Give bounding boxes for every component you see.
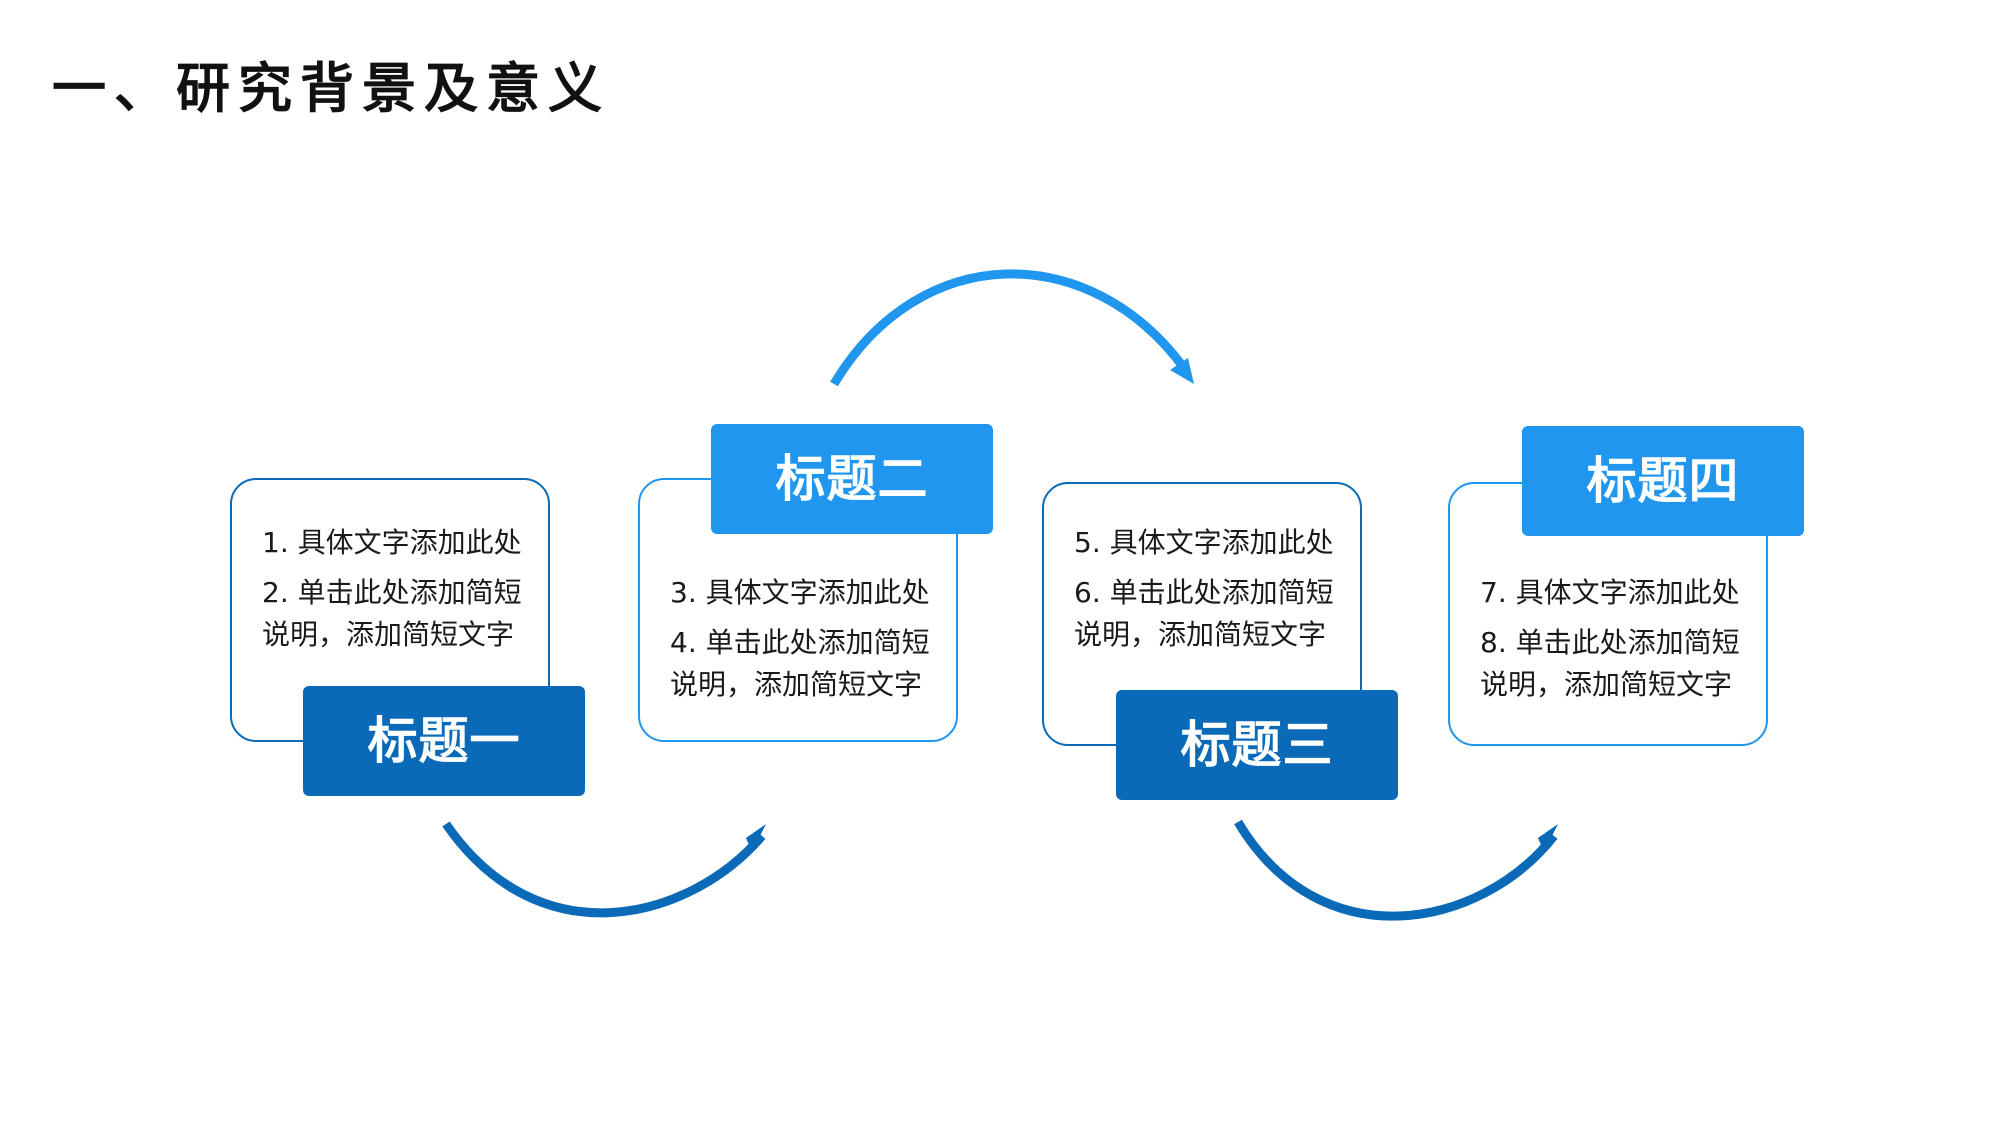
step-4-text: 7. 具体文字添加此处 8. 单击此处添加简短说明，添加简短文字 [1480,572,1742,706]
step-2-line-2: 4. 单击此处添加简短说明，添加简短文字 [670,626,930,701]
arrow-head-3 [1538,824,1558,852]
step-1-line-1: 1. 具体文字添加此处 [262,526,522,559]
arrow-head-1 [746,824,766,852]
step-3-line-2: 6. 单击此处添加简短说明，添加简短文字 [1074,576,1334,651]
arrow-head-2 [1170,358,1194,384]
arrow-step1-to-step2 [442,821,766,918]
step-4-line-2: 8. 单击此处添加简短说明，添加简短文字 [1480,626,1740,701]
step-3-line-1: 5. 具体文字添加此处 [1074,526,1334,559]
step-4-line-1: 7. 具体文字添加此处 [1480,576,1740,609]
arrow-step3-to-step4 [1234,819,1558,921]
step-3-text: 5. 具体文字添加此处 6. 单击此处添加简短说明，添加简短文字 [1074,522,1336,656]
step-title-3: 标题三 [1116,690,1398,800]
step-title-1: 标题一 [303,686,585,796]
step-title-4: 标题四 [1522,426,1804,536]
page-title: 一、研究背景及意义 [52,57,610,120]
step-2-line-1: 3. 具体文字添加此处 [670,576,930,609]
step-1-text: 1. 具体文字添加此处 2. 单击此处添加简短说明，添加简短文字 [262,522,524,656]
step-2-text: 3. 具体文字添加此处 4. 单击此处添加简短说明，添加简短文字 [670,572,932,706]
step-title-2: 标题二 [711,424,993,534]
arrow-step2-to-step3 [830,269,1188,387]
step-1-line-2: 2. 单击此处添加简短说明，添加简短文字 [262,576,522,651]
